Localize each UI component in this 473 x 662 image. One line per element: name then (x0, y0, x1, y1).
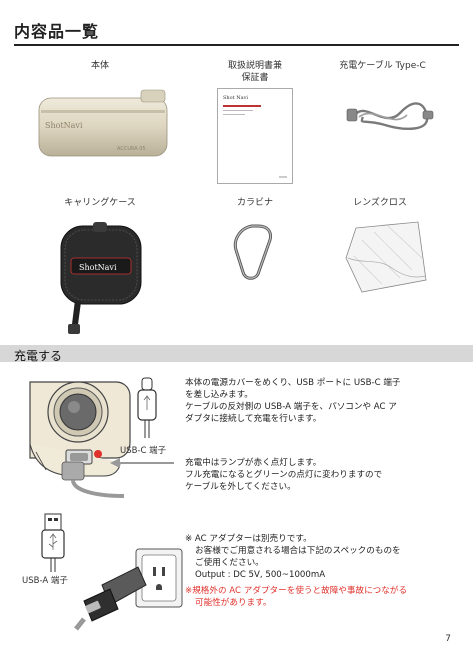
charging-instructions: 本体の電源カバーをめくり、USB ポートに USB-C 端子 を差し込みます。 … (185, 377, 460, 425)
section-title-charging: 充電する (14, 349, 63, 363)
manual-image: Shot Navi (217, 88, 293, 184)
status-line-2: フル充電になるとグリーンの点灯に変わりますので (185, 470, 383, 480)
page-title: 内容品一覧 (14, 22, 100, 41)
usb-a-plug-icon (38, 512, 68, 574)
usb-a-label: USB-A 端子 (22, 576, 68, 586)
label-main-unit: 本体 (90, 61, 109, 71)
arrow-left-icon (108, 455, 176, 471)
label-manual: 取扱説明書兼 保証書 (210, 60, 300, 84)
label-cable: 充電ケーブル Type-C (339, 61, 426, 71)
carabiner-image (228, 222, 278, 282)
note-line-1: ※ AC アダプターは別売りです。 (185, 534, 312, 544)
cable-image (345, 95, 435, 135)
usb-c-label: USB-C 端子 (120, 446, 167, 456)
instr-line-1: 本体の電源カバーをめくり、USB ポートに USB-C 端子 (185, 378, 401, 388)
case-brand: ShotNavi (79, 263, 117, 272)
label-manual-line2: 保証書 (241, 73, 269, 83)
charging-device-illustration (24, 372, 134, 502)
status-line-1: 充電中はランプが赤く点灯します。 (185, 458, 322, 468)
manual-subtitle-line (223, 110, 253, 111)
instr-line-4: ダプタに接続して充電を行います。 (185, 414, 322, 424)
note-line-2: お客様でご用意される場合は下記のスペックのものを (195, 546, 401, 556)
manual-subtitle-line-2 (223, 114, 245, 115)
carrying-case-image: ShotNavi (57, 220, 145, 340)
status-line-3: ケーブルを外してください。 (185, 482, 296, 492)
manual-footer-mark (279, 176, 287, 178)
adapter-warning: ※規格外の AC アダプターを使うと故障や事故につながる 可能性があります。 (185, 585, 460, 609)
adapter-note: ※ AC アダプターは別売りです。 お客様でご用意される場合は下記のスペックのも… (185, 533, 460, 581)
label-manual-line1: 取扱説明書兼 (227, 61, 282, 71)
rangefinder-image: ShotNavi ACCURA 05 (33, 88, 173, 160)
label-cloth: レンズクロス (353, 198, 407, 208)
ac-adapter-illustration (74, 545, 184, 635)
note-line-4: Output : DC 5V, 500~1000mA (195, 570, 326, 580)
label-case: キャリングケース (64, 198, 136, 208)
instr-line-3: ケーブルの反対側の USB-A 端子を、パソコンや AC ア (185, 402, 397, 412)
device-brand: ShotNavi (45, 121, 83, 130)
manual-title-line (223, 105, 261, 107)
warning-line-1: ※規格外の AC アダプターを使うと故障や事故につながる (185, 586, 408, 596)
note-line-3: ご使用ください。 (195, 558, 264, 568)
charging-status-text: 充電中はランプが赤く点灯します。 フル充電になるとグリーンの点灯に変わりますので… (185, 457, 460, 493)
device-model: ACCURA 05 (117, 146, 146, 152)
lens-cloth-image (342, 218, 430, 298)
usb-c-plug-icon (133, 376, 161, 444)
instr-line-2: を差し込みます。 (185, 390, 253, 400)
title-rule (14, 44, 459, 46)
warning-line-2: 可能性があります。 (195, 598, 272, 608)
label-carabiner: カラビナ (236, 198, 273, 208)
section-bar (0, 345, 473, 362)
manual-brand: Shot Navi (223, 95, 249, 101)
page-number: 7 (445, 634, 451, 644)
